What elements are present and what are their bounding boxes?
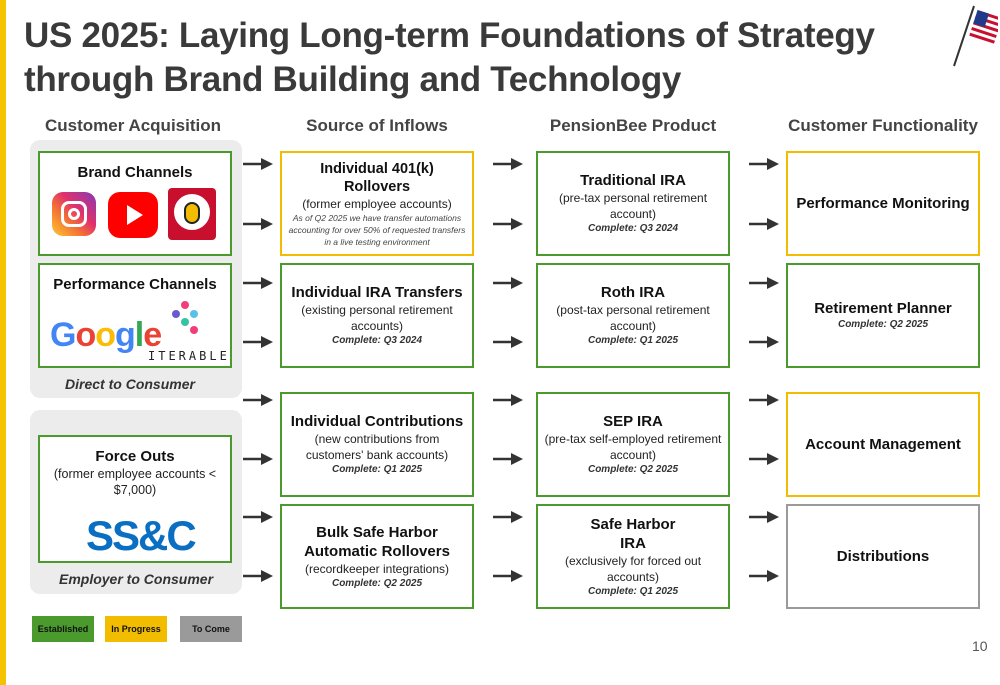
page-number: 10 (972, 638, 988, 654)
product-traditional-ira-box: Traditional IRA (pre-tax personal retire… (536, 151, 730, 256)
column-header-acquisition: Customer Acquisition (45, 116, 221, 135)
inflow-safe-harbor-rollovers-box: Bulk Safe Harbor Automatic Rollovers (re… (280, 504, 474, 609)
flow-arrow-icon (243, 336, 273, 348)
force-outs-box: Force Outs (former employee accounts < $… (38, 435, 232, 563)
instagram-icon (52, 192, 96, 236)
inflow-status: Complete: Q1 2025 (331, 464, 423, 475)
force-outs-title: Force Outs (95, 448, 175, 465)
flow-arrow-icon (749, 394, 779, 406)
product-roth-ira-box: Roth IRA (post-tax personal retirement a… (536, 263, 730, 368)
product-subtitle: (post-tax personal retirement account) (556, 303, 710, 333)
column-header-product: PensionBee Product (549, 116, 717, 135)
ssc-logo: SS&C (86, 512, 197, 559)
inflow-note: As of Q2 2025 we have transfer automatio… (288, 212, 466, 247)
flow-arrow-icon (243, 218, 273, 230)
inflow-title: Individual 401(k) Rollovers (320, 160, 434, 195)
functionality-title: Account Management (805, 436, 961, 453)
flow-arrow-icon (243, 453, 273, 465)
product-title: Safe Harbor IRA (590, 515, 676, 552)
inflow-title: Individual Contributions (290, 413, 464, 430)
product-status: Complete: Q2 2025 (587, 464, 679, 475)
product-sep-ira-box: SEP IRA (pre-tax self-employed retiremen… (536, 392, 730, 497)
flow-arrow-icon (749, 511, 779, 523)
functionality-title: Retirement Planner (814, 300, 952, 317)
product-subtitle: (pre-tax personal retirement account) (558, 191, 708, 221)
us-flag-icon (953, 5, 998, 67)
inflow-subtitle: (recordkeeper integrations) (304, 561, 450, 576)
functionality-title: Distributions (836, 548, 930, 565)
product-subtitle: (exclusively for forced out accounts) (564, 553, 702, 584)
inflow-contributions-box: Individual Contributions (new contributi… (280, 392, 474, 497)
flow-arrow-icon (243, 570, 273, 582)
flow-arrow-icon (243, 277, 273, 289)
product-title: Traditional IRA (580, 172, 686, 189)
functionality-performance-monitoring-box: Performance Monitoring (786, 151, 980, 256)
google-logo: Google (50, 316, 162, 354)
flow-arrow-icon (493, 277, 523, 289)
flow-arrow-icon (243, 511, 273, 523)
inflow-subtitle: (existing personal retirement accounts) (301, 303, 453, 333)
product-title: Roth IRA (600, 284, 666, 301)
column-header-inflows: Source of Inflows (306, 116, 448, 135)
flow-arrow-icon (493, 158, 523, 170)
inflow-title: Bulk Safe Harbor Automatic Rollovers (304, 523, 450, 560)
iterable-icon (172, 301, 198, 334)
performance-channels-box: Performance Channels (38, 263, 232, 368)
flow-arrow-icon (749, 336, 779, 348)
inflow-subtitle: (new contributions from customers' bank … (305, 432, 449, 462)
legend-to-come: To Come (180, 616, 242, 642)
inflow-ira-transfers-box: Individual IRA Transfers (existing perso… (280, 263, 474, 368)
legend-in-progress: In Progress (105, 616, 167, 642)
employer-to-consumer-label: Employer to Consumer (58, 571, 214, 587)
functionality-status: Complete: Q2 2025 (837, 319, 929, 330)
direct-to-consumer-label: Direct to Consumer (65, 376, 195, 392)
flow-arrow-icon (243, 394, 273, 406)
flow-arrow-icon (493, 394, 523, 406)
youtube-icon (108, 192, 158, 238)
column-header-functionality: Customer Functionality (788, 116, 978, 135)
legend-established: Established (32, 616, 94, 642)
product-status: Complete: Q1 2025 (587, 335, 679, 346)
inflow-401k-rollovers-box: Individual 401(k) Rollovers (former empl… (280, 151, 474, 256)
performance-channels-title: Performance Channels (53, 276, 217, 293)
functionality-title: Performance Monitoring (796, 195, 970, 212)
flow-arrow-icon (749, 158, 779, 170)
product-title: SEP IRA (603, 413, 663, 430)
product-status: Complete: Q1 2025 (587, 585, 679, 597)
flow-arrow-icon (493, 570, 523, 582)
inflow-title: Individual IRA Transfers (291, 284, 463, 301)
inflow-status: Complete: Q3 2024 (331, 335, 423, 346)
force-outs-subtitle: (former employee accounts < $7,000) (53, 467, 217, 497)
product-status: Complete: Q3 2024 (587, 223, 679, 234)
flow-arrow-icon (749, 218, 779, 230)
page-title: US 2025: Laying Long-term Foundations of… (24, 16, 875, 99)
flow-arrow-icon (749, 570, 779, 582)
flow-arrow-icon (243, 158, 273, 170)
iterable-logo-text: ITERABLE (148, 349, 230, 363)
product-subtitle: (pre-tax self-employed retirement accoun… (544, 432, 722, 462)
flow-arrow-icon (493, 218, 523, 230)
flow-arrow-icon (749, 453, 779, 465)
inflow-subtitle: (former employee accounts) (302, 196, 452, 211)
flow-arrow-icon (493, 511, 523, 523)
flow-arrow-icon (493, 453, 523, 465)
inflow-status: Complete: Q2 2025 (331, 577, 423, 589)
brentford-fc-icon (168, 188, 216, 240)
flow-arrow-icon (749, 277, 779, 289)
functionality-account-management-box: Account Management (786, 392, 980, 497)
accent-bar (0, 0, 6, 685)
functionality-retirement-planner-box: Retirement Planner Complete: Q2 2025 (786, 263, 980, 368)
product-safe-harbor-ira-box: Safe Harbor IRA (exclusively for forced … (536, 504, 730, 609)
flow-arrow-icon (493, 336, 523, 348)
brand-channels-title: Brand Channels (77, 164, 193, 181)
functionality-distributions-box: Distributions (786, 504, 980, 609)
